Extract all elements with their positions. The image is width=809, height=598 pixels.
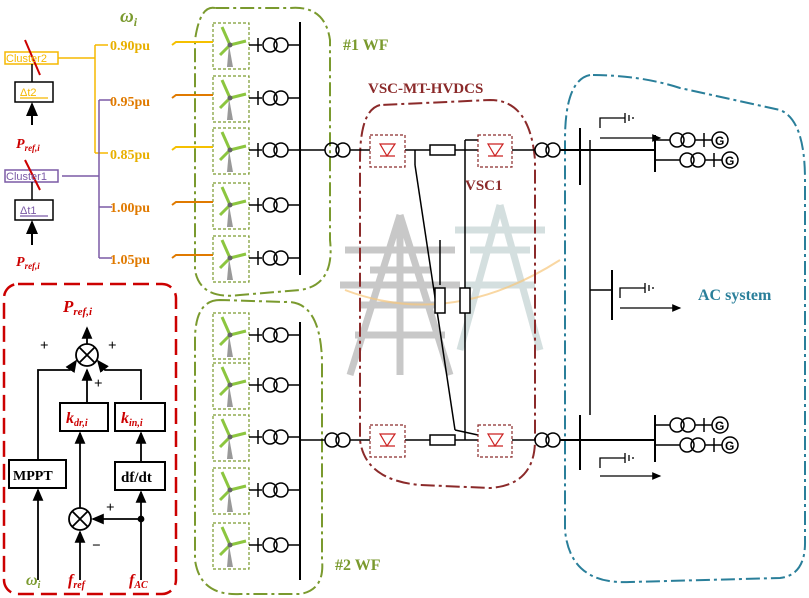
speed-label-3: 0.85pu	[110, 148, 150, 163]
turbine-feeder	[249, 37, 300, 53]
wind-turbine-icon	[212, 127, 250, 175]
turbine-feeder	[249, 90, 300, 106]
plus-sign-bottom: +	[94, 376, 103, 392]
wf2-label: #2 WF	[335, 557, 381, 574]
fac-input-label: fAC	[129, 572, 148, 591]
vsc1-label: VSC1	[465, 178, 503, 194]
tower-icon-left	[340, 213, 460, 377]
speed-label-4: 1.00pu	[110, 201, 150, 216]
wind-turbine-icon	[212, 467, 250, 515]
ac-network	[560, 128, 656, 470]
dt1-label: Δt1	[20, 205, 37, 217]
wind-turbine-icon	[212, 182, 250, 230]
speed-signal-line	[171, 146, 213, 151]
ac-boundary	[564, 73, 807, 584]
speed-signal-line	[171, 94, 213, 99]
speed-label-1: 0.90pu	[110, 39, 150, 54]
kdr-block: kdr,i	[66, 410, 88, 429]
generator-symbol: G	[725, 154, 734, 168]
plus-sign-left: +	[40, 338, 49, 354]
dc-resistor-top	[429, 144, 456, 156]
wind-turbine-icon	[212, 312, 250, 360]
wf1-label: #1 WF	[343, 37, 389, 54]
speed-signal-line	[171, 254, 213, 259]
hvdc-label: VSC-MT-HVDCS	[368, 81, 483, 97]
minus-sign: −	[92, 538, 101, 554]
hvdc-boundary	[359, 98, 536, 490]
wind-turbine-icon	[212, 235, 250, 283]
control-block-boundary	[2, 282, 178, 596]
turbine-feeder	[249, 250, 300, 266]
speed-signal-line	[171, 41, 213, 46]
wf1-boundary	[194, 6, 332, 297]
wf2-turbines	[212, 312, 300, 570]
turbine-feeder	[249, 327, 300, 343]
pref-cluster2-label: Pref,i	[16, 137, 40, 153]
speed-label-2: 0.95pu	[110, 95, 150, 110]
speed-label-5: 1.05pu	[110, 253, 150, 268]
wind-turbine-icon	[212, 362, 250, 410]
cluster1-label: Cluster1	[6, 171, 47, 183]
dc-resistor-bottom	[429, 434, 456, 446]
vsc-converters	[369, 134, 513, 458]
generator-symbol: G	[715, 134, 724, 148]
tower-icon-right	[455, 204, 545, 351]
kin-block: kin,i	[121, 410, 143, 429]
dfdt-block: df/dt	[121, 470, 152, 486]
fref-input-label: fref	[68, 572, 87, 591]
ac-system-label: AC system	[698, 287, 772, 304]
wind-turbine-icon	[212, 414, 250, 462]
cluster2-label: Cluster2	[6, 53, 47, 65]
turbine-feeder	[249, 377, 300, 393]
dc-resistor-left	[434, 287, 446, 314]
omega-top-label: ωi	[120, 6, 138, 29]
turbine-feeder	[249, 537, 300, 553]
turbine-feeder	[249, 197, 300, 213]
turbine-feeder	[249, 142, 300, 158]
control-block-diagram	[8, 326, 166, 580]
ac-loads	[599, 113, 680, 476]
dc-resistor-right	[459, 287, 471, 314]
wf1-turbines	[212, 22, 300, 283]
generator-symbol: G	[725, 439, 734, 453]
dt2-label: Δt2	[20, 87, 37, 99]
mppt-block: MPPT	[13, 469, 53, 484]
wind-turbine-icon	[212, 75, 250, 123]
generator-symbol: G	[715, 419, 724, 433]
wind-turbine-icon	[212, 522, 250, 570]
wf2-boundary	[194, 298, 324, 596]
cluster-control	[4, 39, 112, 259]
power-line-curve	[344, 259, 561, 306]
pref-cluster1-label: Pref,i	[16, 255, 40, 271]
pref-output-label: Pref,i	[62, 297, 93, 318]
speed-signal-line	[171, 201, 213, 206]
omega-input-label: ωi	[26, 572, 41, 591]
turbine-feeder	[249, 429, 300, 445]
turbine-feeder	[249, 482, 300, 498]
plus-sign-sum: +	[106, 500, 115, 516]
wind-turbine-icon	[212, 22, 250, 70]
plus-sign-right: +	[108, 338, 117, 354]
